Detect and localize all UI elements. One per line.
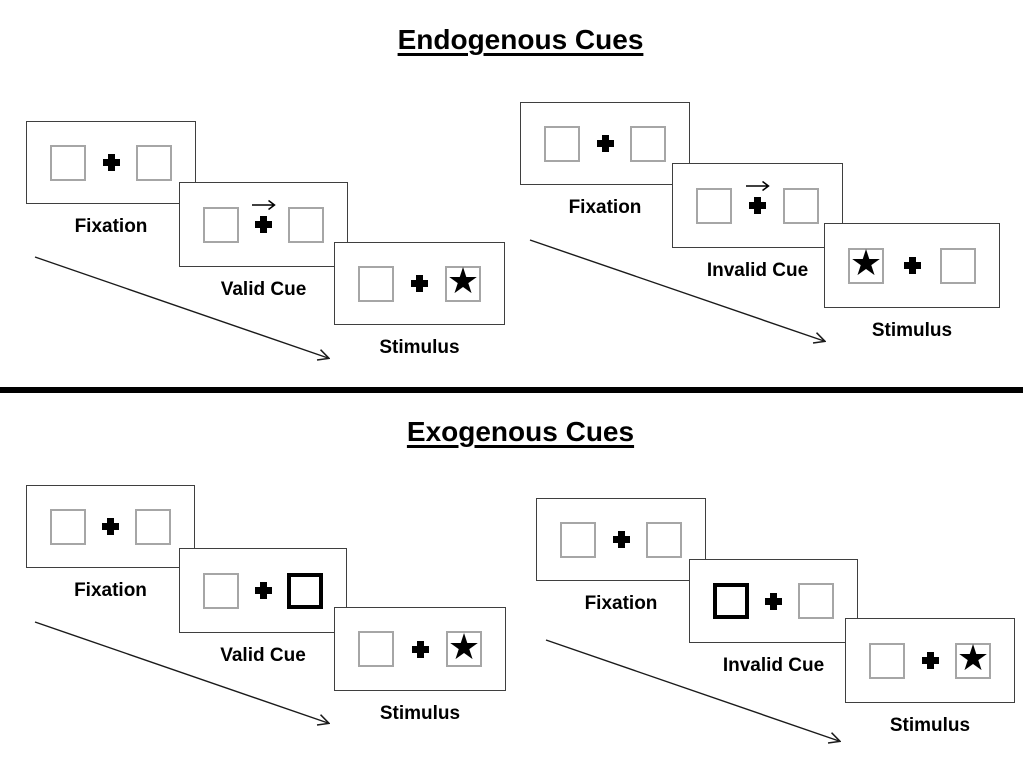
placeholder-box-right xyxy=(630,125,666,162)
invalid-cue-panel xyxy=(689,559,858,643)
fixation-cross-icon xyxy=(102,154,120,171)
cue-right-arrow-icon xyxy=(746,180,770,192)
cue-right-arrow-icon xyxy=(252,199,276,211)
panel-label-fixation: Fixation xyxy=(568,197,642,218)
placeholder-box-left xyxy=(869,642,905,679)
fixation-panel xyxy=(26,121,196,204)
panel-label-fixation: Fixation xyxy=(584,593,658,614)
section-title-endogenous: Endogenous Cues xyxy=(397,24,644,55)
fixation-cross-icon xyxy=(411,275,428,292)
star-target-icon: ★ xyxy=(956,638,990,679)
target-box-right: ★ xyxy=(446,626,482,668)
fixation-cross-icon xyxy=(903,257,921,274)
panel-label-valid-cue: Valid Cue xyxy=(220,645,306,666)
placeholder-box-left xyxy=(203,572,239,609)
fixation-panel xyxy=(520,102,690,185)
star-target-icon: ★ xyxy=(447,626,481,668)
target-box-right: ★ xyxy=(445,261,481,302)
fixation-cross-icon xyxy=(746,180,770,214)
valid-cue-panel xyxy=(179,548,347,633)
stimulus-panel: ★ xyxy=(824,223,1000,308)
fixation-panel xyxy=(26,485,195,568)
placeholder-box-right xyxy=(136,144,172,181)
placeholder-box-right xyxy=(135,508,171,545)
panel-label-stimulus: Stimulus xyxy=(379,337,460,358)
star-target-icon: ★ xyxy=(446,261,480,302)
placeholder-box-right xyxy=(288,206,324,243)
section-divider xyxy=(0,387,1023,393)
fixation-cross-icon xyxy=(254,582,272,599)
fixation-panel xyxy=(536,498,706,581)
placeholder-box-right xyxy=(783,187,819,224)
stimulus-panel: ★ xyxy=(334,607,506,691)
placeholder-box-left xyxy=(358,631,394,667)
star-target-icon: ★ xyxy=(849,243,883,284)
placeholder-box-right xyxy=(798,583,834,619)
placeholder-box-left xyxy=(50,508,86,545)
panel-label-invalid-cue: Invalid Cue xyxy=(722,655,825,676)
section-title-exogenous: Exogenous Cues xyxy=(406,416,635,447)
placeholder-box-left xyxy=(544,125,580,162)
panel-label-fixation: Fixation xyxy=(74,216,148,237)
timeline-arrow-endogenous-valid xyxy=(34,256,328,358)
panel-label-stimulus: Stimulus xyxy=(871,320,953,341)
fixation-cross-icon xyxy=(102,518,119,535)
placeholder-box-left xyxy=(203,206,239,243)
panel-label-stimulus: Stimulus xyxy=(889,715,971,736)
placeholder-box-left xyxy=(560,521,596,558)
panel-label-fixation: Fixation xyxy=(74,580,147,601)
panel-label-invalid-cue: Invalid Cue xyxy=(706,260,809,281)
timeline-arrow-endogenous-invalid xyxy=(529,239,824,341)
stimulus-panel: ★ xyxy=(845,618,1015,703)
panel-label-valid-cue: Valid Cue xyxy=(220,279,307,300)
fixation-cross-icon xyxy=(612,531,630,548)
fixation-cross-icon xyxy=(921,652,939,669)
timeline-arrow-exogenous-valid xyxy=(34,621,328,723)
valid-cue-panel xyxy=(179,182,348,267)
target-box-right: ★ xyxy=(955,638,991,679)
placeholder-box-right xyxy=(646,521,682,558)
placeholder-box-left xyxy=(696,187,732,224)
stimulus-panel: ★ xyxy=(334,242,505,325)
placeholder-box-left xyxy=(50,144,86,181)
fixation-cross-icon xyxy=(411,640,429,658)
placeholder-box-left xyxy=(358,265,394,302)
fixation-cross-icon xyxy=(765,592,782,610)
placeholder-box-right xyxy=(940,247,976,284)
invalid-cue-panel xyxy=(672,163,843,248)
fixation-cross-icon xyxy=(596,135,614,152)
fixation-cross-icon xyxy=(252,199,276,233)
highlighted-cue-box-right xyxy=(287,572,323,609)
panel-label-stimulus: Stimulus xyxy=(379,703,461,724)
highlighted-cue-box-left xyxy=(713,583,749,619)
target-box-left: ★ xyxy=(848,243,884,284)
